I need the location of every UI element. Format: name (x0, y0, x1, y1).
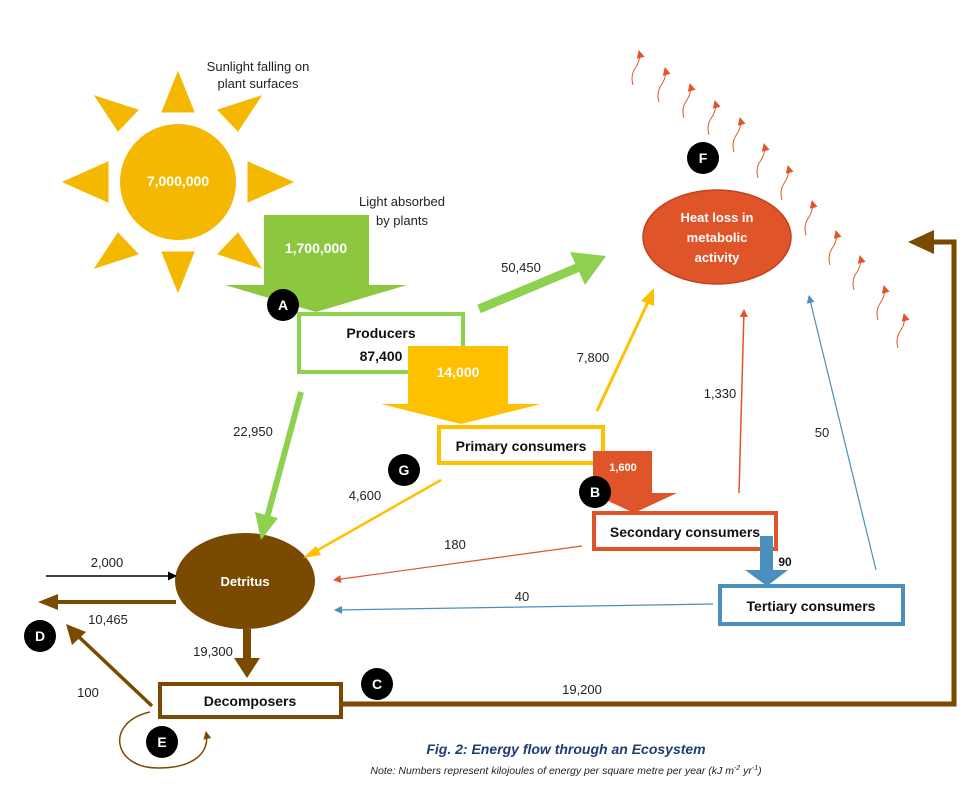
detritus-decomposers-value: 19,300 (193, 644, 233, 659)
secondary-detritus-arrow: 180 (333, 537, 583, 584)
marker-c: C (361, 668, 393, 700)
import-detritus-arrow: 2,000 (46, 555, 177, 581)
secondary-to-tertiary-arrow: 90 (745, 536, 792, 586)
heat-loss-line1: Heat loss in (681, 210, 754, 225)
light-absorbed-value: 1,700,000 (285, 240, 347, 256)
secondary-consumers-title: Secondary consumers (610, 524, 760, 540)
tertiary-consumers-title: Tertiary consumers (747, 598, 876, 614)
primary-consumers-box: Primary consumers (437, 425, 605, 465)
detritus-title: Detritus (220, 574, 269, 589)
marker-g-label: G (399, 462, 410, 478)
marker-c-label: C (372, 676, 382, 692)
marker-e-label: E (157, 734, 166, 750)
decomposers-heat-arrow: 19,200 (341, 230, 957, 707)
decomposers-heat-value: 19,200 (562, 682, 602, 697)
figure-caption: Fig. 2: Energy flow through an Ecosystem (426, 741, 705, 757)
secondary-consumers-box: Secondary consumers (592, 511, 778, 551)
producers-to-primary-arrow: 14,000 (381, 346, 541, 424)
marker-g: G (388, 454, 420, 486)
tertiary-heat-arrow: 50 (806, 295, 877, 571)
tertiary-heat-value: 50 (815, 425, 829, 440)
primary-to-secondary-arrow: 1,600 (591, 451, 677, 513)
secondary-heat-value: 1,330 (704, 386, 737, 401)
export-detritus-arrow: 10,465 (38, 594, 176, 627)
sun-rays (61, 70, 295, 294)
heat-loss-node: Heat loss in metabolic activity (642, 189, 792, 285)
producers-heat-value: 50,450 (501, 260, 541, 275)
sun-disc (120, 124, 236, 240)
light-absorbed-arrow: 1,700,000 Light absorbed by plants (225, 194, 445, 312)
producers-box: Producers 87,400 (297, 312, 465, 374)
sun-caption-line2: plant surfaces (218, 76, 299, 91)
marker-d: D (24, 620, 56, 652)
export-detritus-value: 10,465 (88, 612, 128, 627)
decomposers-export-value: 100 (77, 685, 99, 700)
sun-caption-line1: Sunlight falling on (207, 59, 310, 74)
decomposers-cycle-loop (119, 711, 212, 769)
marker-f: F (687, 142, 719, 174)
secondary-to-tertiary-value: 90 (778, 555, 792, 569)
marker-a-label: A (278, 297, 288, 313)
light-absorbed-caption-line1: Light absorbed (359, 194, 445, 209)
producers-title: Producers (346, 325, 415, 341)
producers-value: 87,400 (360, 348, 403, 364)
primary-heat-value: 7,800 (577, 350, 610, 365)
figure-note: Note: Numbers represent kilojoules of en… (370, 765, 761, 777)
decomposers-box: Decomposers (158, 682, 343, 719)
heat-loss-line3: activity (695, 250, 741, 265)
producers-heat-arrow: 50,450 (477, 252, 606, 314)
secondary-detritus-value: 180 (444, 537, 466, 552)
primary-to-secondary-value: 1,600 (609, 462, 637, 474)
producers-detritus-value: 22,950 (233, 424, 273, 439)
sun: 7,000,000 Sunlight falling on plant surf… (61, 59, 310, 294)
sun-value: 7,000,000 (147, 173, 209, 189)
marker-f-label: F (699, 150, 708, 166)
light-absorbed-caption-line2: by plants (376, 213, 429, 228)
marker-b-label: B (590, 484, 600, 500)
marker-d-label: D (35, 628, 45, 644)
heat-loss-line2: metabolic (687, 230, 748, 245)
secondary-heat-arrow: 1,330 (704, 309, 748, 494)
import-detritus-value: 2,000 (91, 555, 124, 570)
detritus-node: Detritus (175, 533, 315, 629)
tertiary-detritus-value: 40 (515, 589, 529, 604)
primary-detritus-arrow: 4,600 (303, 478, 442, 558)
heat-wave-lines (631, 50, 910, 349)
decomposers-export-arrow: 100 (66, 624, 154, 708)
tertiary-detritus-arrow: 40 (334, 589, 714, 614)
marker-e: E (146, 726, 178, 758)
primary-heat-arrow: 7,800 (577, 288, 654, 412)
primary-detritus-value: 4,600 (349, 488, 382, 503)
decomposers-title: Decomposers (204, 693, 297, 709)
primary-consumers-title: Primary consumers (456, 438, 587, 454)
marker-a: A (267, 289, 299, 321)
tertiary-consumers-box: Tertiary consumers (718, 584, 905, 626)
marker-b: B (579, 476, 611, 508)
detritus-decomposers-arrow: 19,300 (193, 629, 260, 678)
producers-detritus-arrow: 22,950 (233, 391, 304, 540)
producers-to-primary-value: 14,000 (437, 364, 480, 380)
